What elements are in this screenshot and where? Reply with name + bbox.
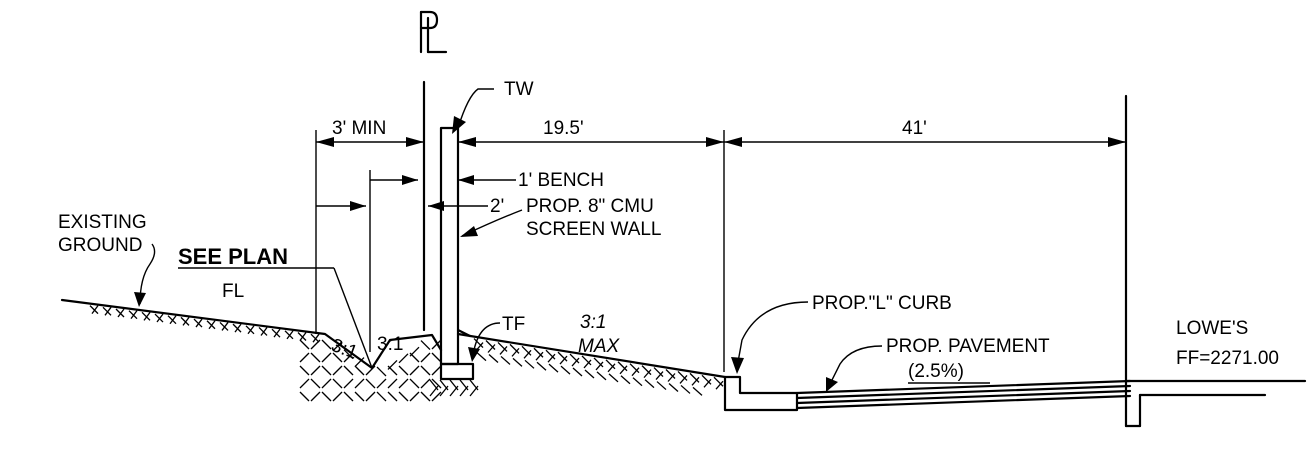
leader-tf [468, 322, 501, 362]
dimension-curb-to-building [724, 137, 1126, 147]
leader-see-plan [178, 267, 373, 369]
leader-existing-ground [134, 243, 156, 307]
label-wall-line2: SCREEN WALL [526, 219, 662, 240]
label-existing-line1: EXISTING [58, 212, 147, 233]
label-41ft: 41' [902, 118, 927, 139]
label-bench: 1' BENCH [518, 170, 604, 191]
label-tw: TW [504, 79, 534, 100]
cmu-screen-wall [439, 126, 475, 381]
label-see-plan: SEE PLAN [178, 244, 288, 269]
label-finished-floor: FF=2271.00 [1176, 348, 1279, 369]
pavement-section [795, 379, 1132, 410]
dimension-2ft [316, 201, 488, 211]
label-tf: TF [502, 314, 525, 335]
label-slope-right: 3:1 [580, 312, 606, 333]
extension-lines [315, 130, 725, 372]
dimension-bench [370, 175, 516, 185]
dimension-wall-to-curb [458, 137, 724, 147]
label-slope-right-note: MAX [578, 336, 621, 357]
leader-pavement [826, 345, 883, 392]
ground-profile [60, 298, 727, 379]
earth-hatch [89, 305, 724, 402]
label-19-5ft: 19.5' [543, 118, 584, 139]
label-building: LOWE'S [1176, 318, 1248, 339]
label-pavement: PROP. PAVEMENT [886, 336, 1050, 357]
label-2ft: 2' [490, 196, 504, 217]
label-3ft-min: 3' MIN [332, 118, 386, 139]
property-line-symbol [419, 10, 448, 332]
label-fl: FL [222, 281, 244, 302]
label-slope-left-a: 3:1 [328, 335, 360, 364]
label-existing-line2: GROUND [58, 235, 142, 256]
dimension-setback [316, 137, 424, 147]
label-slope-left-b: 3:1 [377, 334, 403, 355]
leader-curb [731, 301, 809, 374]
label-wall-line1: PROP. 8" CMU [526, 196, 654, 217]
leader-tw [452, 88, 494, 134]
leader-screen-wall [460, 209, 523, 237]
building-wall [1124, 94, 1307, 428]
l-curb [723, 375, 799, 412]
label-curb: PROP."L" CURB [812, 293, 952, 314]
label-pavement-slope: (2.5%) [908, 361, 964, 382]
